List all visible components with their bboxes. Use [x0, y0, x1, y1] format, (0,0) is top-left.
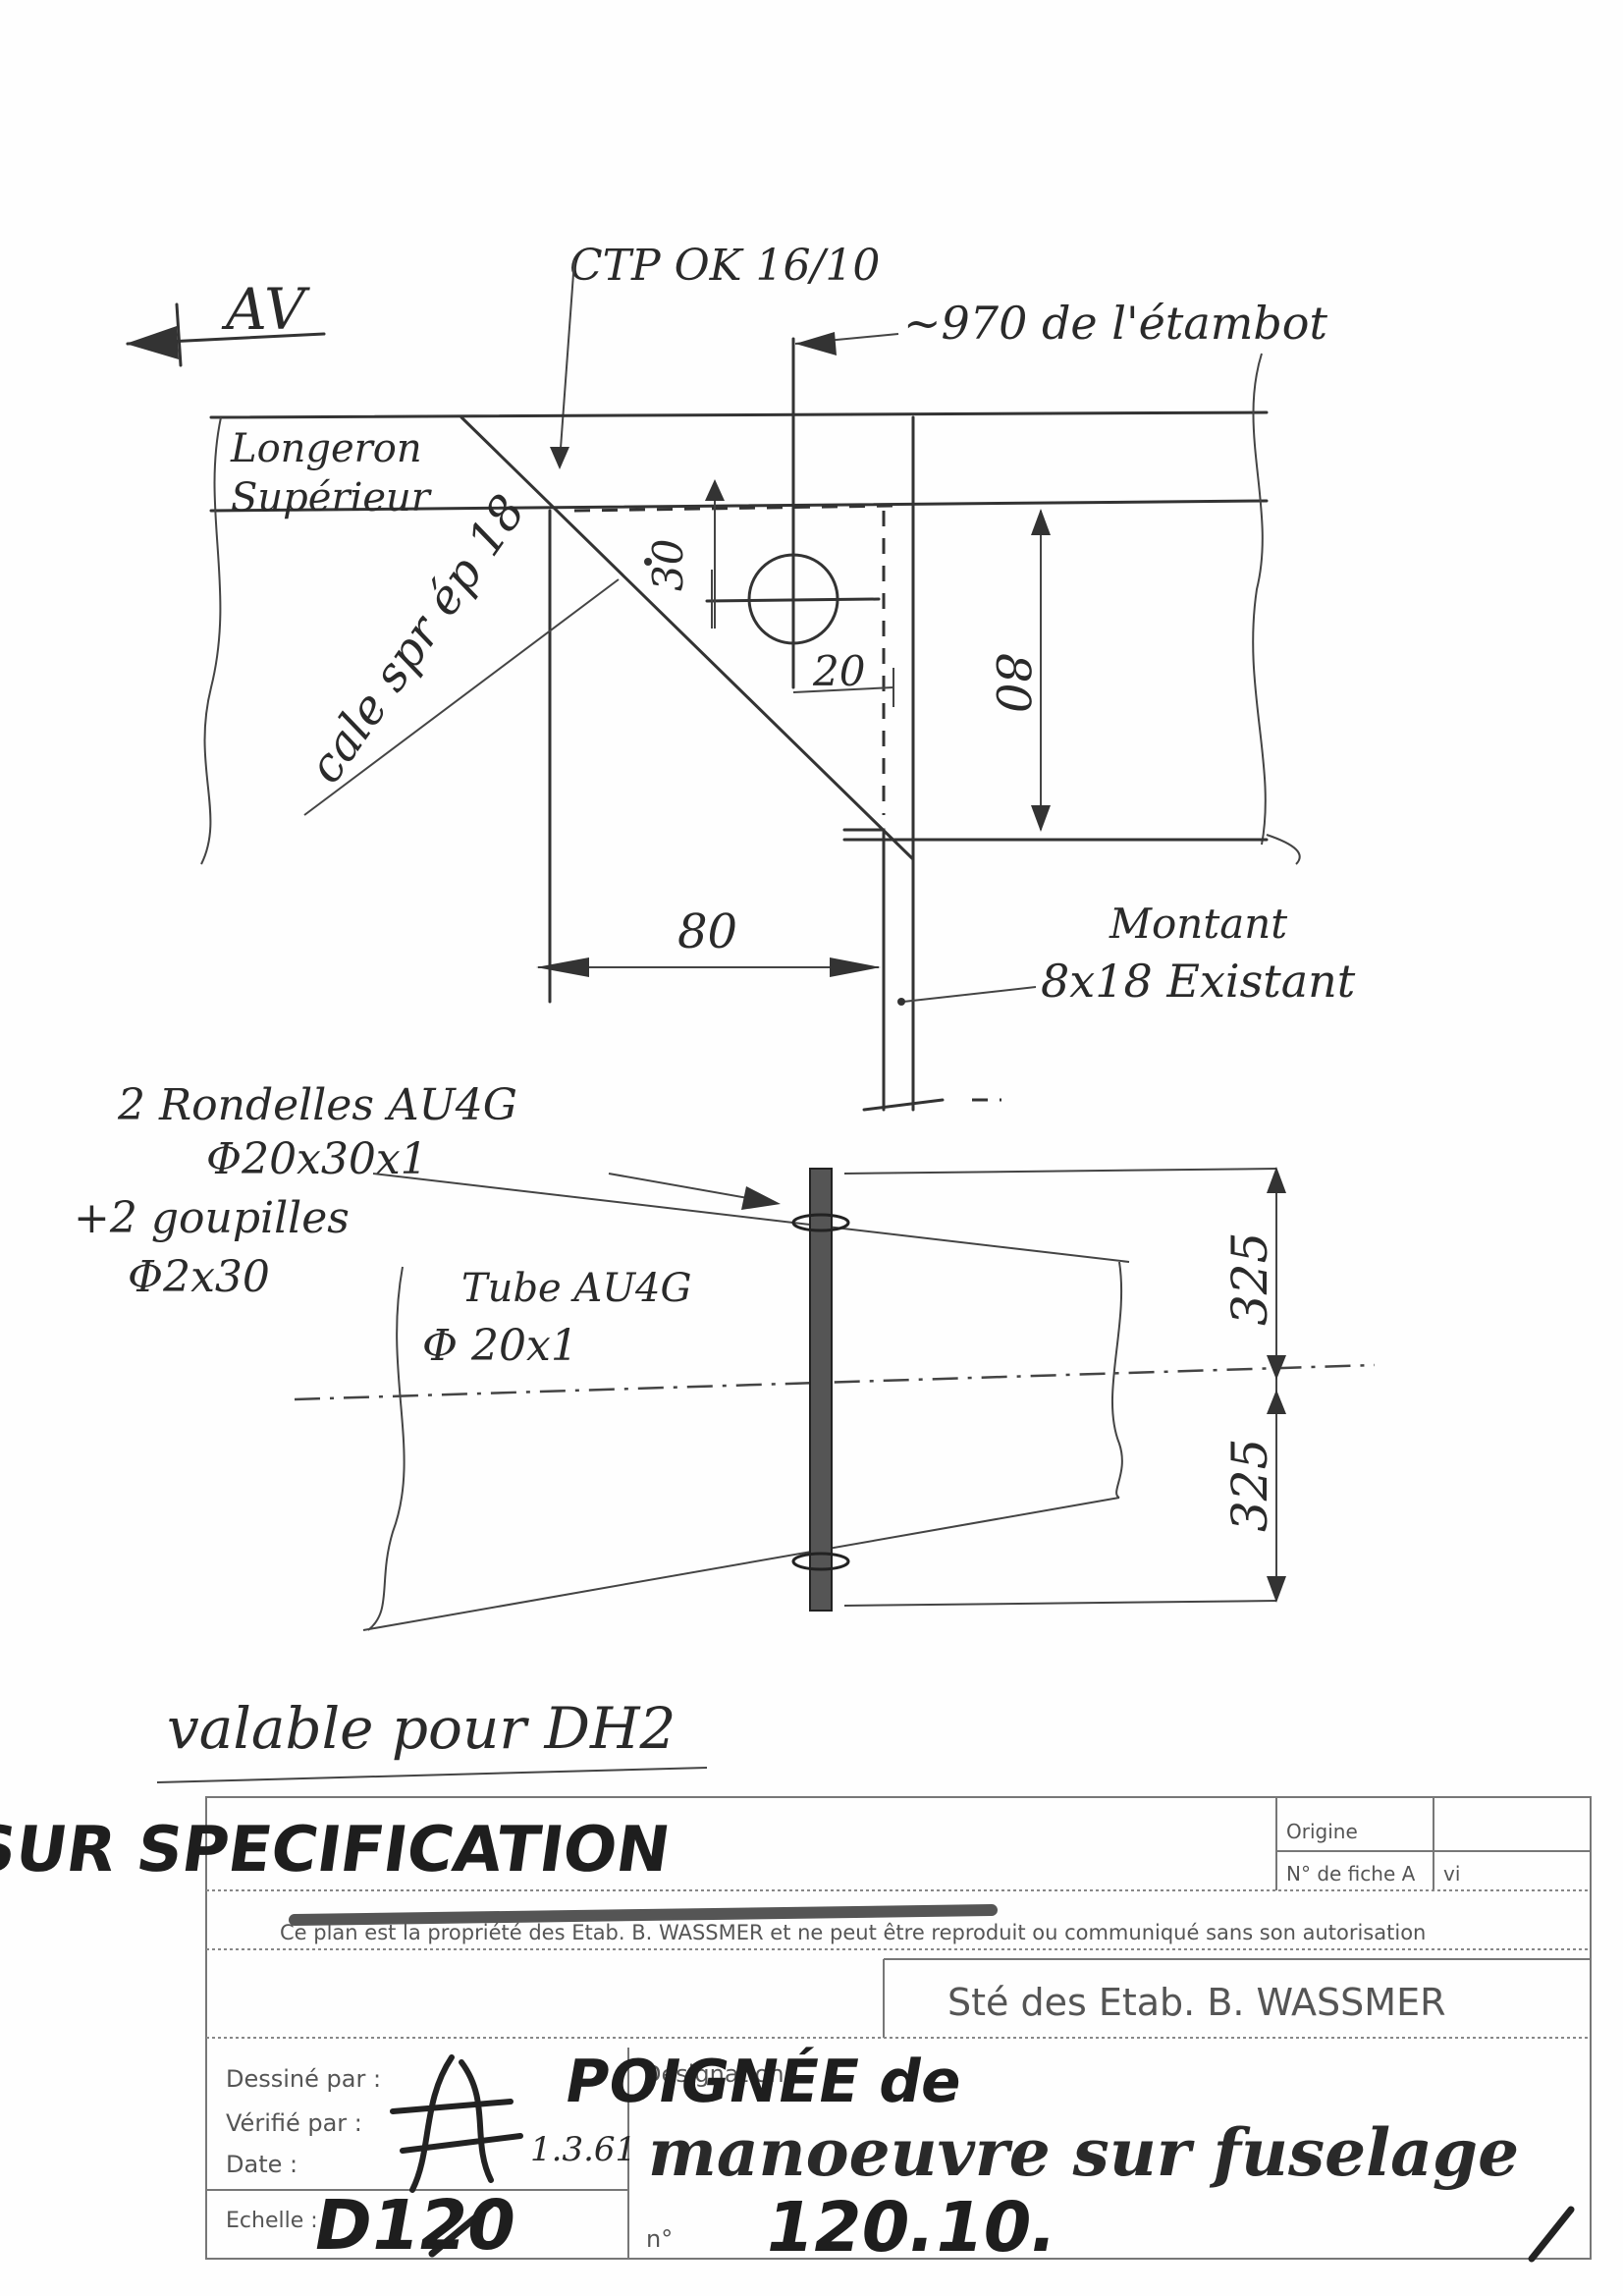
- verifie-label: Vérifié par :: [226, 2109, 362, 2137]
- corner-mid-value: vi: [1443, 1862, 1460, 1886]
- cale-note: cale spr ép 18: [298, 485, 536, 793]
- dim-30: 30: [644, 539, 692, 591]
- montant-label-2: 8x18 Existant: [1041, 955, 1356, 1008]
- montant-label-1: Montant: [1109, 900, 1287, 948]
- goupilles-label-1: +2 goupilles: [74, 1193, 350, 1243]
- centerline: [294, 1363, 1376, 1401]
- rondelles-label-1: 2 Rondelles AU4G: [117, 1080, 517, 1130]
- cale-diagonal: [460, 415, 915, 861]
- stamp-sur-specification: SUR SPECIFICATION: [0, 1813, 675, 1886]
- signature-date: 1.3.61: [530, 2130, 636, 2169]
- echelle-label: Echelle :: [226, 2209, 318, 2233]
- washer-bottom: [791, 1552, 850, 1571]
- direction-label: AV: [221, 276, 310, 343]
- longeron-bottom-edge: [209, 499, 1269, 513]
- dessine-label: Dessiné par :: [226, 2065, 381, 2093]
- signature: [390, 2054, 523, 2193]
- date-label: Date :: [226, 2151, 298, 2178]
- dim-325-bottom: 325: [1221, 1439, 1278, 1532]
- confidential-notice: Ce plan est la propriété des Etab. B. WA…: [280, 1921, 1426, 1944]
- goupilles-label-2: Φ2x30: [128, 1252, 270, 1302]
- longeron-top-edge: [209, 410, 1269, 419]
- montant-left-edge: [842, 828, 886, 1112]
- break-line-left: [200, 416, 222, 865]
- ctp-note: CTP OK 16/10: [569, 241, 880, 291]
- part-number: 120.10.: [759, 2187, 1064, 2267]
- company-name: Sté des Etab. B. WASSMER: [947, 1981, 1446, 2024]
- dim-20: 20: [812, 647, 865, 695]
- corner-mid-label: N° de fiche A: [1286, 1862, 1416, 1886]
- dim-325-top: 325: [1221, 1232, 1278, 1326]
- title-block: [205, 1796, 1592, 2260]
- fuselage-break-left: [367, 1266, 406, 1631]
- dim-80-vertical: 80: [985, 653, 1040, 713]
- longeron-label-2: Supérieur: [231, 475, 433, 520]
- fuselage-break-right: [1111, 1261, 1123, 1499]
- corner-top-label: Origine: [1286, 1820, 1358, 1843]
- tube-label-2: Φ 20x1: [422, 1321, 578, 1371]
- longeron-label-1: Longeron: [230, 426, 422, 471]
- dim-80-horizontal: 80: [677, 904, 737, 959]
- fuselage-bottom-edge: [362, 1497, 1120, 1631]
- washer-top: [791, 1213, 850, 1232]
- drawing-number: D120: [307, 2185, 522, 2265]
- valable-note: valable pour DH2: [167, 1695, 676, 1762]
- distance-note: ~970 de l'étambot: [903, 297, 1328, 350]
- number-label: n°: [646, 2225, 673, 2253]
- designation-line-2: manoeuvre sur fuselage: [648, 2114, 1519, 2191]
- handle-tube: [809, 1168, 833, 1612]
- break-line-right: [1252, 353, 1267, 846]
- fuselage-top-edge: [372, 1173, 1130, 1263]
- direction-arrow: [126, 302, 326, 367]
- designation-label: Désignation :: [643, 2060, 799, 2088]
- designation-line-1: POIGNÉE de: [560, 2046, 968, 2115]
- tube-label-1: Tube AU4G: [461, 1266, 691, 1311]
